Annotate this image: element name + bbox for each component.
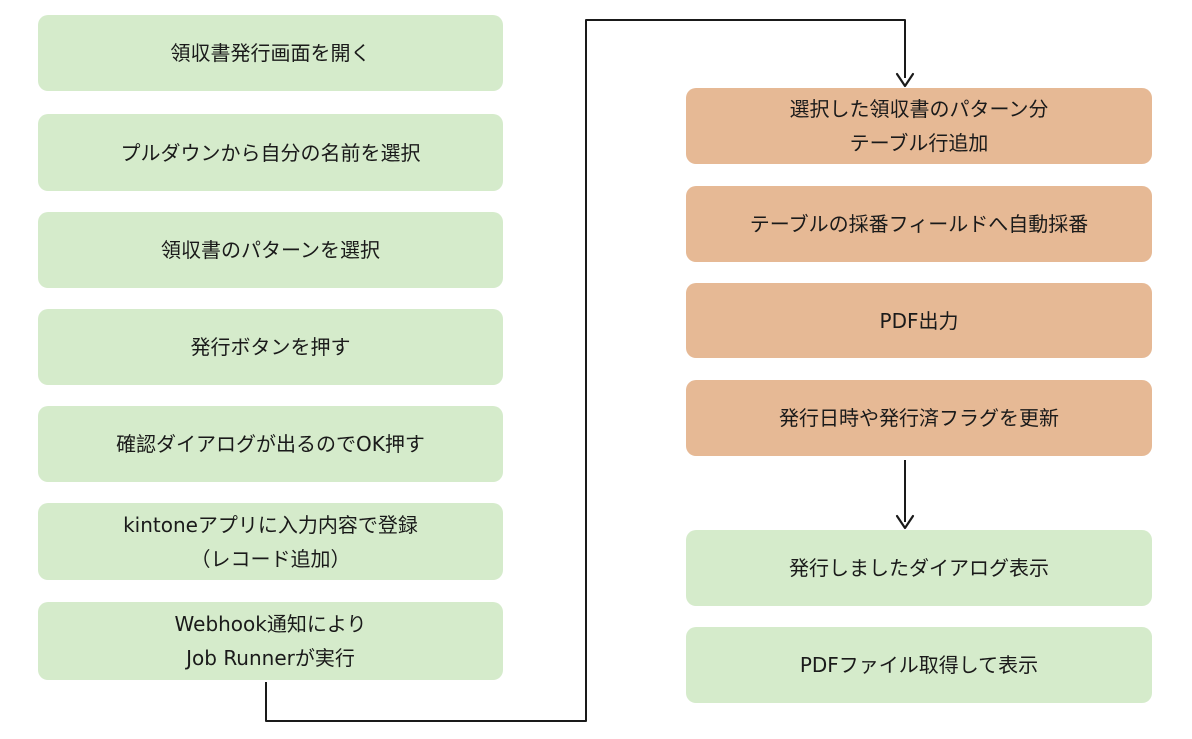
step-label-line-1: Webhook通知により bbox=[174, 612, 367, 636]
step-open-receipt-screen: 領収書発行画面を開く bbox=[38, 15, 503, 91]
step-label-line-2: テーブル行追加 bbox=[849, 131, 989, 155]
step-show-issued-dialog: 発行しましたダイアログ表示 bbox=[686, 530, 1152, 606]
step-label: PDFファイル取得して表示 bbox=[799, 653, 1039, 677]
connector-left-to-right bbox=[265, 19, 906, 722]
arrowhead-into-first-right-box bbox=[895, 72, 915, 88]
step-pdf-output: PDF出力 bbox=[686, 283, 1152, 358]
step-webhook-job-runner: Webhook通知により Job Runnerが実行 bbox=[38, 602, 503, 680]
step-label: PDF出力 bbox=[879, 308, 959, 333]
step-select-receipt-pattern: 領収書のパターンを選択 bbox=[38, 212, 503, 288]
step-label-line-1: kintoneアプリに入力内容で登録 bbox=[123, 512, 418, 537]
step-fetch-and-show-pdf: PDFファイル取得して表示 bbox=[686, 627, 1152, 703]
step-register-kintone-record: kintoneアプリに入力内容で登録 （レコード追加） bbox=[38, 503, 503, 580]
step-select-own-name: プルダウンから自分の名前を選択 bbox=[38, 114, 503, 191]
step-label: プルダウンから自分の名前を選択 bbox=[120, 140, 421, 165]
step-label: 発行日時や発行済フラグを更新 bbox=[779, 406, 1059, 430]
step-label: 発行ボタンを押す bbox=[190, 335, 351, 359]
step-confirm-dialog-ok: 確認ダイアログが出るのでOK押す bbox=[38, 406, 503, 482]
step-label-line-2: Job Runnerが実行 bbox=[186, 646, 355, 670]
step-label: 領収書のパターンを選択 bbox=[161, 238, 380, 262]
step-update-issue-flags: 発行日時や発行済フラグを更新 bbox=[686, 380, 1152, 456]
step-label-line-1: 選択した領収書のパターン分 bbox=[789, 97, 1049, 121]
step-add-table-rows: 選択した領収書のパターン分 テーブル行追加 bbox=[686, 88, 1152, 164]
step-label: 領収書発行画面を開く bbox=[170, 41, 371, 65]
arrowhead-into-dialog-box bbox=[895, 514, 915, 530]
step-label: 発行しましたダイアログ表示 bbox=[789, 556, 1049, 580]
step-label: 確認ダイアログが出るのでOK押す bbox=[116, 432, 425, 456]
step-auto-numbering: テーブルの採番フィールドへ自動採番 bbox=[686, 186, 1152, 262]
step-press-issue-button: 発行ボタンを押す bbox=[38, 309, 503, 385]
step-label: テーブルの採番フィールドへ自動採番 bbox=[749, 212, 1089, 236]
step-label-line-2: （レコード追加） bbox=[190, 546, 351, 571]
